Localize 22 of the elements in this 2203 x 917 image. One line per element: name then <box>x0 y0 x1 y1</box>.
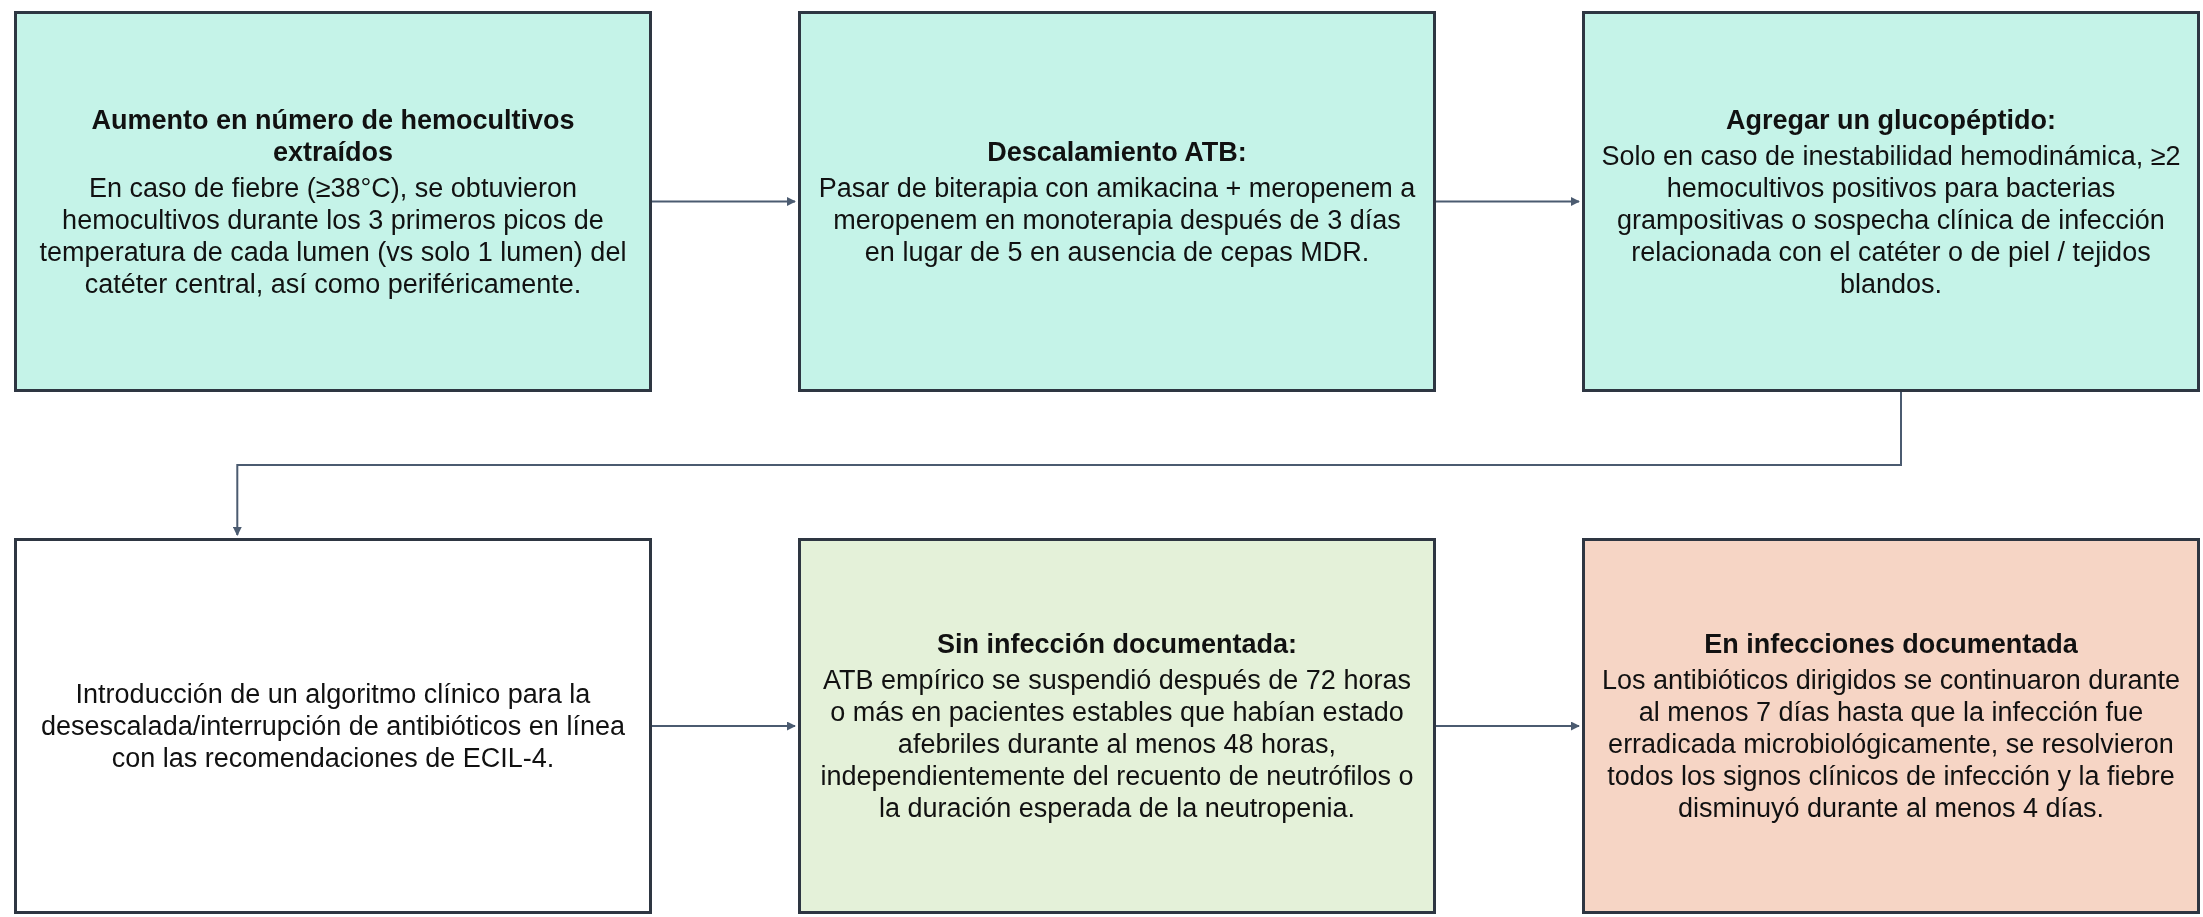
box-text: Solo en caso de inestabilidad hemodinámica, ≥2 hemocultivos positivos para bacterias grampositivas o sospecha clínica de infección relacionada con el catéter o de piel / tejidos blandos. <box>1601 139 2181 300</box>
process-box <box>1582 11 2200 392</box>
box-heading: En infecciones documentada <box>1704 628 2078 660</box>
box-text: ATB empírico se suspendió después de 72 horas o más en pacientes estables que habían estado afebriles durante al menos 48 horas, independientemente del recuento de neutrófilos o la duración esperada de la neutropenia. <box>819 664 1415 824</box>
process-box <box>14 11 652 392</box>
box-heading: Descalamiento ATB: <box>987 135 1247 168</box>
box-text: Pasar de biterapia con amikacina + meropenem a meropenem en monoterapia después de 3 días en lugar de 5 en ausencia de cepas MDR. <box>817 171 1417 268</box>
box-text: En caso de fiebre (≥38°C), se obtuvieron hemocultivos durante los 3 primeros picos de temperatura de cada lumen (vs solo 1 lumen) del catéter central, así como periféricamente. <box>38 171 628 300</box>
arrow <box>1435 197 1580 206</box>
process-box <box>1582 538 2200 914</box>
arrow <box>651 197 796 206</box>
arrow <box>232 391 1902 536</box>
box-text: Introducción de un algoritmo clínico para la desescalada/interrupción de antibióticos en línea con las recomendaciones de ECIL-4. <box>40 678 626 774</box>
box-heading: Sin infección documentada: <box>936 628 1297 660</box>
box-text: Los antibióticos dirigidos se continuaron durante al menos 7 días hasta que la infección fue erradicada microbiológicamente, se resolvieron todos los signos clínicos de infección y la fiebre disminuyó durante al menos 4 días. <box>1601 664 2181 824</box>
arrow <box>1435 721 1580 731</box>
process-box <box>798 11 1436 392</box>
process-box <box>798 538 1436 914</box>
box-heading: Agregar un glucopéptido: <box>1726 103 2056 136</box>
arrow <box>651 721 796 731</box>
box-heading: Aumento en número de hemocultivos extraídos <box>90 103 576 168</box>
process-box <box>14 538 652 914</box>
